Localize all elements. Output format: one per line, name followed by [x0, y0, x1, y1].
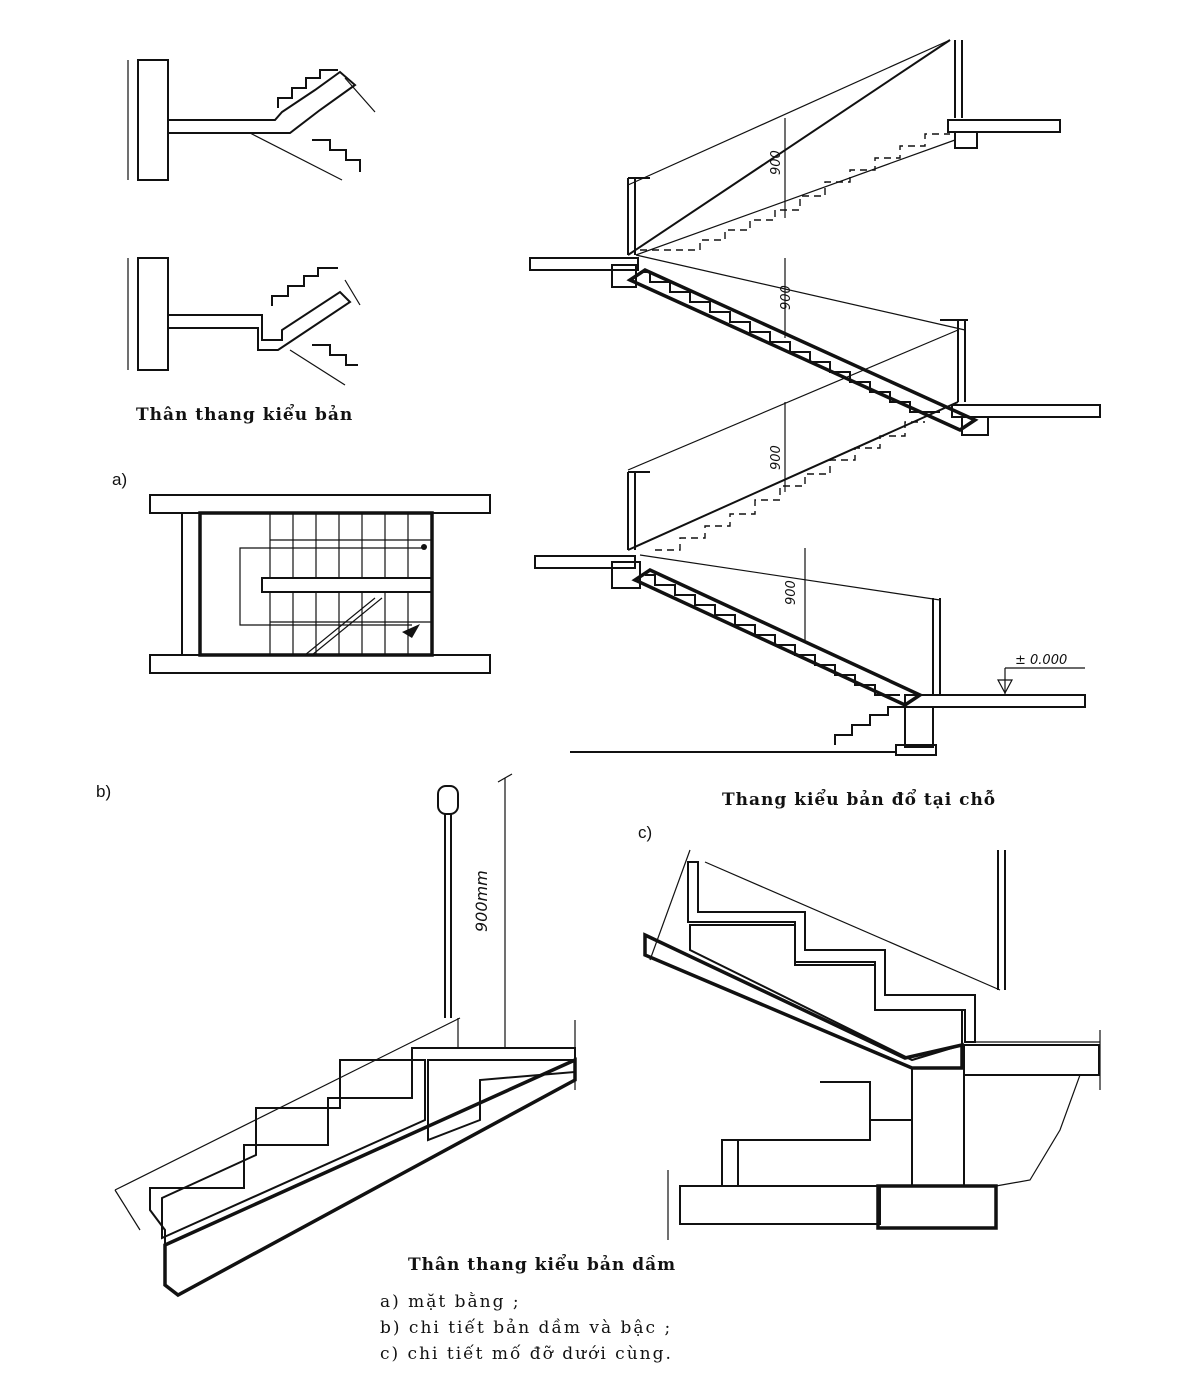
- level-triangle-icon: [996, 679, 1014, 695]
- label-a: a): [112, 470, 127, 489]
- slab-beam-step-detail: 900mm: [114, 773, 577, 1298]
- dim-900-2: 900: [779, 285, 794, 310]
- plan-treads-upper: [269, 513, 432, 578]
- legend-item-c: c) chi tiết mố đỡ dưới cùng.: [380, 1344, 673, 1364]
- stair-plan: [149, 494, 491, 674]
- plan-walk-line: [239, 547, 422, 626]
- legend: a) mặt bằng ; b) chi tiết bản dầm và bậc…: [380, 1292, 673, 1364]
- plan-arrow-icon: [402, 624, 420, 638]
- slab-stair-section-2: [127, 257, 361, 386]
- level-label: ± 0.000: [1015, 653, 1067, 668]
- legend-item-b: b) chi tiết bản dầm và bậc ;: [380, 1318, 672, 1338]
- dim-900mm: 900mm: [472, 870, 491, 932]
- caption-cast-in-place: Thang kiểu bản đổ tại chỗ: [722, 788, 996, 810]
- slab-stair-section-1: [127, 59, 376, 181]
- dim-900-1: 900: [769, 150, 784, 175]
- handrail-lamp-icon: [437, 785, 459, 815]
- dim-900-4: 900: [784, 580, 799, 605]
- cast-in-place-stair-elevation: ± 0.000 900 900 900 900: [529, 39, 1101, 756]
- legend-item-a: a) mặt bằng ;: [380, 1292, 521, 1312]
- dim-900-3: 900: [769, 445, 784, 470]
- label-b: b): [96, 782, 111, 801]
- plan-treads-lower: [269, 592, 432, 655]
- caption-slab-beam-body: Thân thang kiểu bản dầm: [408, 1253, 676, 1275]
- bottom-support-detail: [643, 849, 1101, 1240]
- label-c: c): [638, 823, 652, 842]
- caption-slab-body: Thân thang kiểu bản: [136, 403, 353, 425]
